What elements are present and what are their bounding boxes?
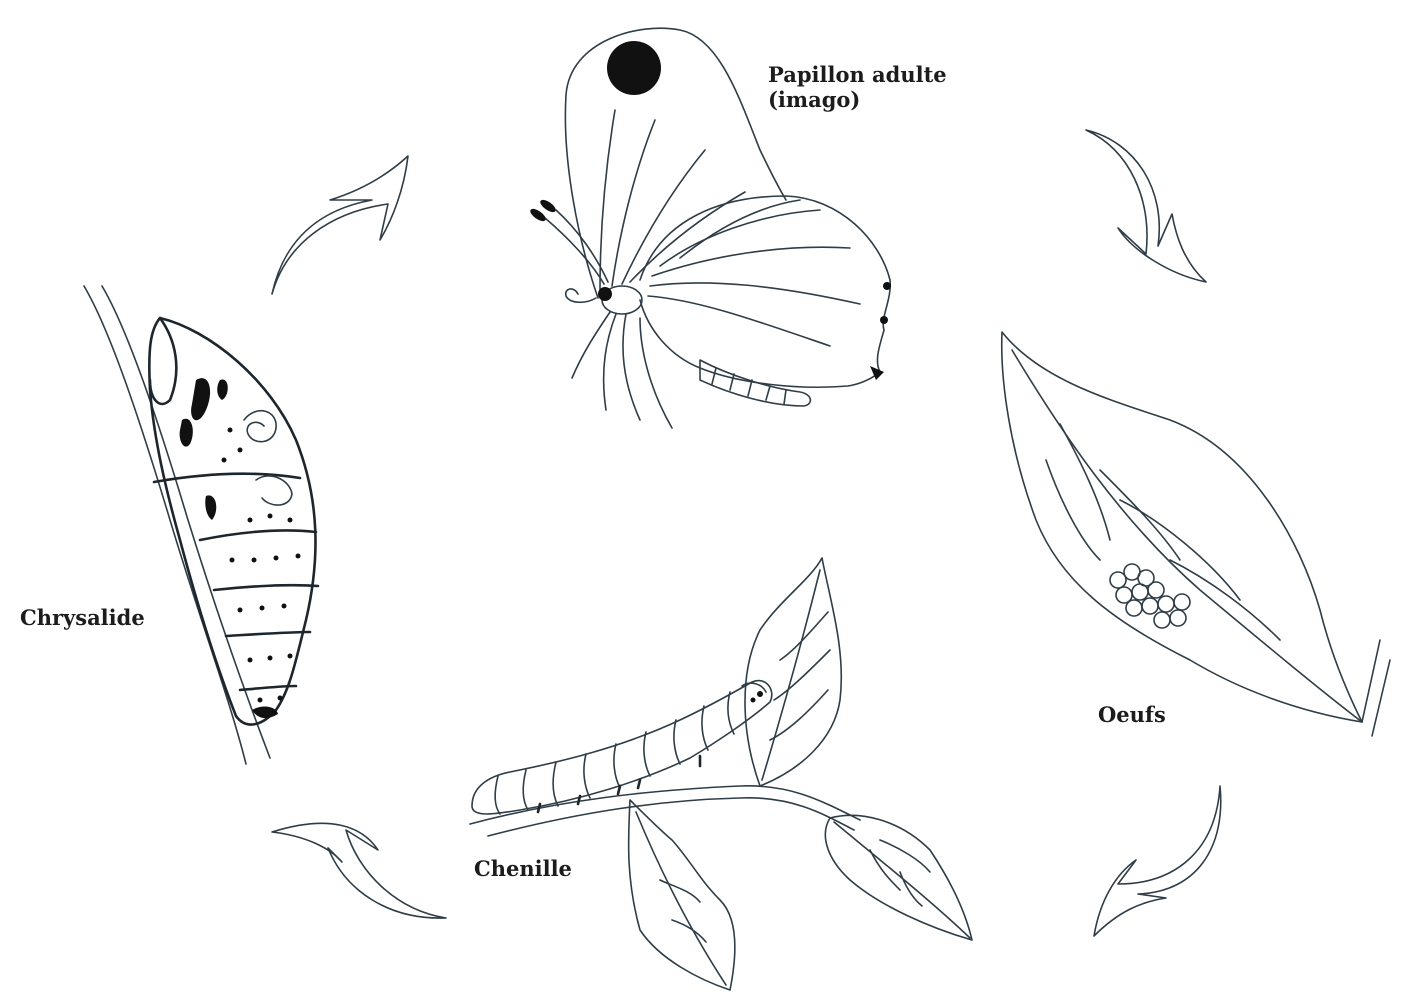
caterpillar-label: Chenille (474, 856, 572, 881)
chrysalis-illustration (84, 286, 318, 764)
arrow-caterpillar-to-chrysalis (272, 823, 446, 918)
adult-butterfly-label-line2: (imago) (768, 87, 947, 112)
arrow-eggs-to-caterpillar (1094, 786, 1221, 936)
egg-leaf-illustration (1002, 332, 1390, 736)
eggs-label: Oeufs (1098, 702, 1166, 727)
chrysalis-label: Chrysalide (20, 605, 145, 630)
adult-butterfly-label-line1: Papillon adulte (768, 62, 947, 87)
arrow-adult-to-eggs (1086, 130, 1206, 282)
adult-butterfly-label: Papillon adulte (imago) (768, 62, 947, 112)
caterpillar-illustration (470, 558, 972, 990)
arrow-chrysalis-to-adult (272, 156, 408, 294)
